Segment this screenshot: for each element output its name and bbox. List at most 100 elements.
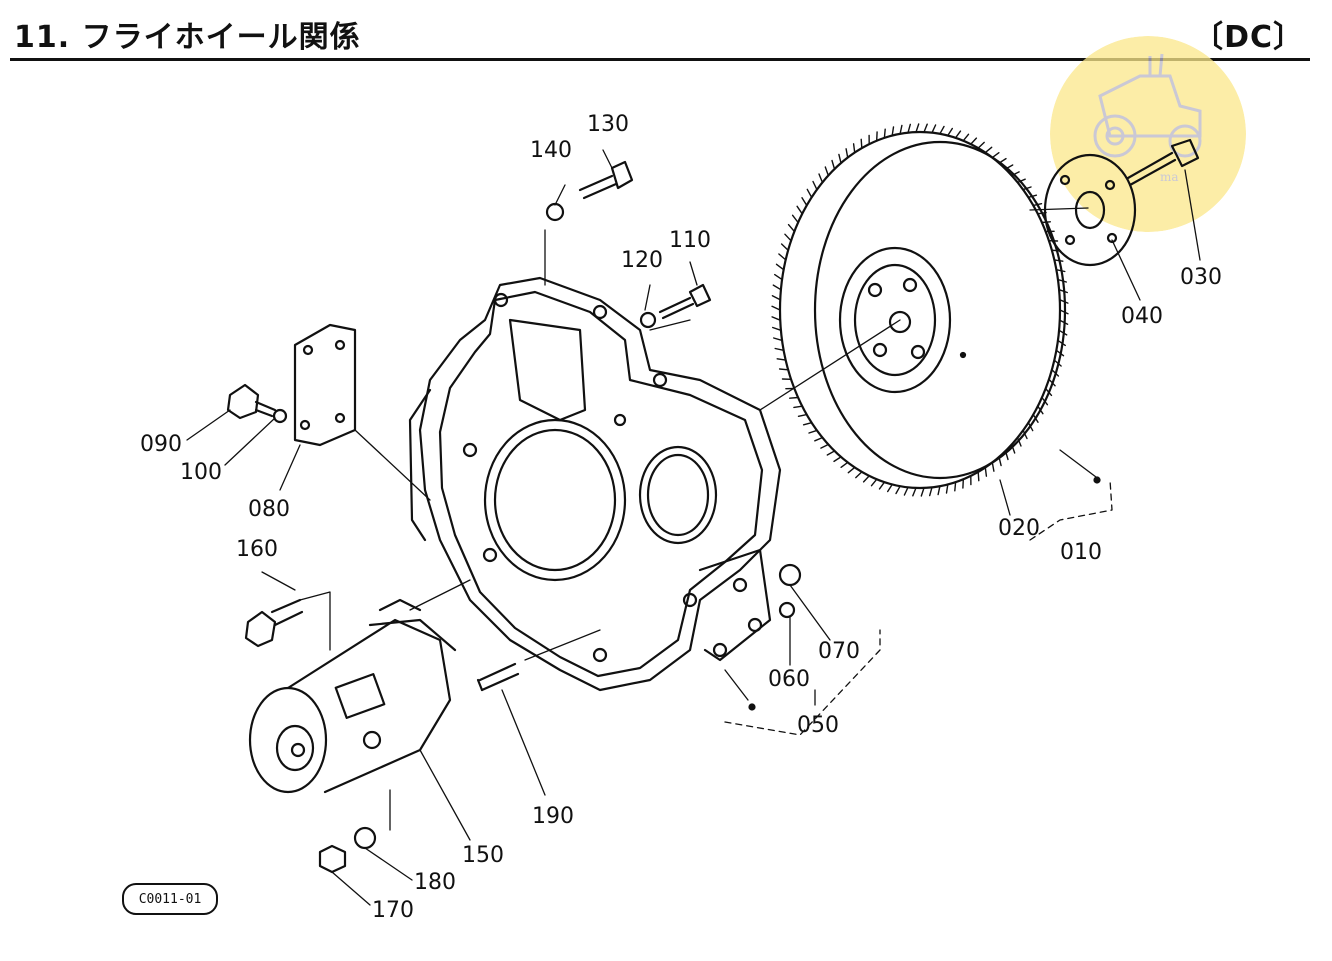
gear-tooth — [970, 137, 978, 145]
gear-tooth — [860, 138, 863, 149]
gear-tooth — [939, 125, 945, 135]
part-label-100: 100 — [180, 460, 222, 485]
gear-tooth — [1016, 178, 1026, 184]
gear-tooth — [791, 214, 799, 224]
gear-tooth — [1051, 369, 1060, 377]
gear-tooth — [780, 243, 789, 251]
part-label-110: 110 — [669, 228, 711, 253]
gear-tooth — [895, 485, 901, 495]
gear-tooth — [977, 141, 985, 149]
part-label-060: 060 — [768, 667, 810, 692]
gear-tooth — [1016, 436, 1022, 447]
part-label-180: 180 — [414, 870, 456, 895]
gear-tooth — [772, 284, 782, 291]
gear-tooth — [912, 487, 917, 497]
gear-tooth — [991, 151, 1000, 159]
gear-tooth — [1037, 405, 1044, 415]
gear-tooth — [1055, 349, 1065, 357]
part-label-050: 050 — [797, 713, 839, 738]
gear-tooth — [801, 196, 808, 207]
header-divider — [10, 58, 1310, 61]
part-label-030: 030 — [1180, 265, 1222, 290]
gear-tooth — [775, 263, 785, 271]
tractor-icon: ma — [1050, 36, 1246, 232]
gear-tooth — [778, 253, 787, 261]
part-label-070: 070 — [818, 639, 860, 664]
gear-tooth — [878, 481, 886, 490]
gear-tooth — [1011, 443, 1016, 454]
part-label-040: 040 — [1121, 304, 1163, 329]
part-label-150: 150 — [462, 843, 504, 868]
gear-tooth — [1022, 186, 1032, 191]
gear-tooth — [891, 126, 895, 137]
part-label-090: 090 — [140, 432, 182, 457]
gear-tooth — [998, 157, 1007, 164]
nut-070 — [778, 563, 802, 587]
gear-tooth — [1059, 299, 1069, 304]
gear-tooth — [947, 127, 953, 137]
gear-tooth — [907, 123, 911, 134]
gear-tooth — [1011, 171, 1020, 177]
gear-tooth — [845, 148, 849, 159]
gear-tooth — [826, 450, 836, 456]
gear-tooth — [1027, 422, 1034, 432]
gear-tooth — [954, 130, 962, 139]
part-label-120: 120 — [621, 248, 663, 273]
gear-tooth — [852, 143, 856, 154]
gear-tooth — [793, 405, 803, 409]
cover-plate-080 — [293, 323, 357, 447]
gear-tooth — [771, 305, 781, 311]
part-label-140: 140 — [530, 138, 572, 163]
section-title: 11. フライホイール関係 — [14, 20, 361, 55]
part-label-170: 170 — [372, 898, 414, 923]
gear-tooth — [899, 124, 903, 135]
gear-tooth — [1048, 378, 1056, 387]
gear-tooth — [1053, 259, 1064, 262]
gear-tooth — [915, 123, 920, 133]
gear-tooth — [812, 180, 818, 191]
flywheel-housing — [408, 276, 782, 692]
figure-code: C0011-01 — [122, 883, 218, 915]
part-label-130: 130 — [587, 112, 629, 137]
gear-tooth — [1004, 450, 1009, 461]
gear-tooth — [824, 166, 829, 177]
gear-tooth — [1004, 164, 1014, 170]
part-label-080: 080 — [248, 497, 290, 522]
gear-tooth — [787, 223, 796, 233]
gear-tooth — [945, 483, 949, 494]
gear-tooth — [991, 461, 995, 472]
gear-tooth — [1041, 396, 1049, 406]
gear-tooth — [954, 481, 957, 492]
gear-tooth — [1059, 319, 1069, 325]
gear-tooth — [847, 466, 856, 474]
gear-tooth — [831, 159, 836, 170]
bolt-160 — [244, 598, 304, 648]
gear-tooth — [820, 443, 829, 449]
gear-tooth — [923, 123, 928, 133]
gear-tooth — [773, 337, 783, 342]
washer-180 — [353, 826, 377, 850]
gear-tooth — [984, 466, 988, 477]
bolt-090 — [226, 383, 288, 424]
gear-tooth — [778, 368, 789, 371]
gear-tooth — [1053, 359, 1062, 367]
gear-tooth — [855, 471, 863, 479]
gear-tooth — [1058, 289, 1069, 294]
gear-tooth — [887, 483, 893, 493]
gear-tooth — [774, 273, 783, 281]
gear-tooth — [929, 486, 933, 497]
gear-tooth — [1058, 329, 1068, 336]
nut-170 — [318, 844, 347, 874]
gear-tooth — [818, 173, 824, 184]
part-label-020: 020 — [998, 516, 1040, 541]
gear-tooth — [977, 471, 980, 482]
gear-tooth — [1022, 429, 1028, 440]
gear-tooth — [774, 347, 785, 351]
gear-tooth — [1032, 413, 1039, 423]
gear-tooth — [862, 475, 870, 483]
gear-tooth — [796, 205, 803, 215]
gear-tooth — [870, 478, 878, 487]
flywheel — [778, 130, 1067, 490]
